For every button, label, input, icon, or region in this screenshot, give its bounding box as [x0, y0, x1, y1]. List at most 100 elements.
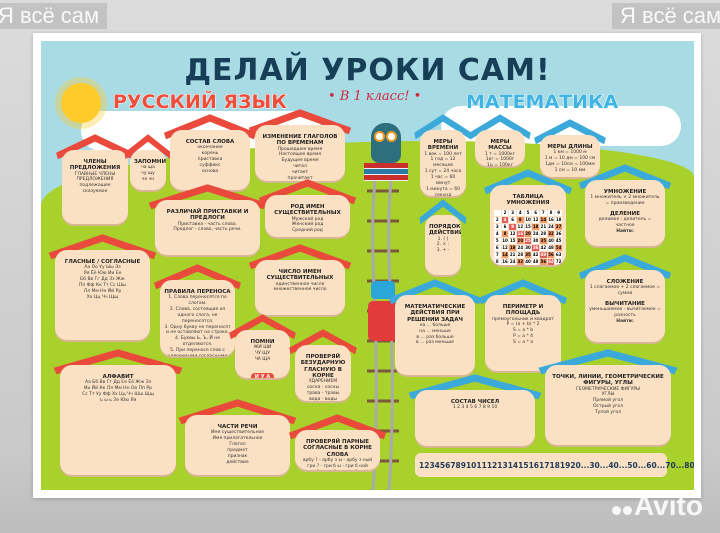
card-line: 2. × :	[436, 242, 450, 248]
grid-header: 4	[494, 230, 501, 237]
card-line: 2. Слова, состоящие из одного слога, не …	[169, 307, 226, 324]
grid-cell: 6	[509, 216, 516, 223]
grid-header: 4	[516, 209, 524, 216]
card-line: Средний род	[292, 228, 323, 234]
rule-badge: И У А	[250, 372, 275, 378]
card-title: ЧАСТИ РЕЧИ	[217, 424, 258, 430]
card-line: Женский род	[291, 222, 324, 228]
card-title: ЧИСЛО ИМЕН СУЩЕСТВИТЕЛЬНЫХ	[266, 269, 334, 282]
card-line: читал	[293, 164, 307, 170]
card-line: приставка	[197, 157, 223, 162]
grid-header: 7	[494, 251, 501, 258]
card-title: ПОМНИ	[250, 339, 275, 345]
card-line: Бб Вв Гг Дд Зз Жж	[80, 277, 125, 282]
card-line: Мужской род	[291, 216, 324, 222]
card-title: ТОЧКИ, ЛИНИИ, ГЕОМЕТРИЧЕСКИЕ ФИГУРЫ, УГЛ…	[552, 374, 664, 387]
grid-cell: 40	[547, 237, 555, 244]
card-title: МЕРЫ ДЛИНЫ	[547, 144, 593, 150]
card-line: 1ц = 100кг	[486, 163, 514, 166]
grid-cell: 48	[532, 258, 539, 265]
card-line: уменьшаемое - вычитаемое = разность	[589, 307, 661, 319]
grid-cell: 54	[555, 244, 562, 251]
roof	[414, 114, 472, 140]
watermark-left: Я всё сам	[0, 3, 108, 29]
card-title: ПРОВЕРЯЙ БЕЗУДАРНУЮ ГЛАСНУЮ В КОРНЕ	[300, 354, 346, 379]
books-icon	[364, 163, 408, 181]
grid-cell: 18	[509, 244, 516, 251]
grid-header: 8	[547, 209, 555, 216]
grid-cell: 16	[547, 216, 555, 223]
card-line: ча ща	[141, 165, 155, 171]
grid-cell: 45	[555, 237, 562, 244]
grid-cell: 18	[555, 216, 562, 223]
grid-header: 5	[524, 209, 532, 216]
card-title: АЛФАВИТ	[102, 374, 134, 380]
grid-cell: 10	[524, 216, 532, 223]
card-line: Хх Цц Чч Щщ	[86, 294, 119, 300]
card-title: МЕРЫ МАССЫ	[488, 139, 512, 152]
card-line: 1 множитель × 2 множитель = произведение	[590, 195, 660, 207]
grid-cell: 18	[532, 223, 539, 230]
grid-cell: 56	[547, 251, 555, 258]
grid-header: 8	[494, 258, 501, 265]
number-line-value: ...70	[656, 460, 676, 470]
grid-header: 3	[509, 209, 516, 216]
card-title: РОД ИМЕН СУЩЕСТВИТЕЛЬНЫХ	[274, 204, 341, 217]
grid-cell: 15	[524, 223, 532, 230]
card-line: 1. Слова переносятся по слогам.	[168, 295, 227, 307]
card-line: действие	[226, 459, 249, 465]
grid-header: 2	[501, 209, 509, 216]
grid-cell: 12	[532, 216, 539, 223]
card-line: Ии Йй Кк Лл Мм Нн Оо Пп Рр	[84, 386, 152, 392]
number-line-value: 11	[476, 460, 487, 470]
card-line: корень	[201, 151, 219, 157]
card-body: ТОЧКИ, ЛИНИИ, ГЕОМЕТРИЧЕСКИЕ ФИГУРЫ, УГЛ…	[545, 365, 671, 445]
card-line: ЖИ ШИ	[253, 345, 272, 351]
card-line: Лл Мм Нн Йй Рр	[83, 288, 122, 294]
card-line: признак	[227, 453, 248, 459]
grid-header: 7	[539, 209, 547, 216]
card-line: читает	[291, 170, 309, 175]
card-title: ЧЛЕНЫ ПРЕДЛОЖЕНИЯ	[69, 159, 121, 172]
card-title: ПОРЯДОК ДЕЙСТВИЙ	[429, 224, 461, 237]
number-line-value: 8	[455, 460, 461, 470]
card-line: S = a * a	[512, 340, 534, 345]
card-line: 1 км = 1000 м	[553, 150, 587, 156]
grid-header: 6	[532, 209, 539, 216]
russian-heading: РУССКИЙ ЯЗЫК	[113, 91, 288, 114]
grid-cell: 40	[524, 258, 532, 265]
card-line: S = a * b	[512, 328, 534, 334]
number-line-value: 19	[559, 460, 571, 470]
card-line: Приставка - часть слова.	[177, 221, 238, 227]
card-line: окончание	[197, 145, 223, 151]
card-line: чк чн	[141, 177, 155, 182]
grid-cell: 20	[516, 237, 524, 244]
grid-cell: 28	[539, 230, 547, 237]
grid-cell: 28	[516, 251, 524, 258]
card-title: ПРОВЕРЯЙ ПАРНЫЕ СОГЛАСНЫЕ В КОРНЕ СЛОВА	[303, 439, 372, 458]
card-line: ъ ы ь Ээ Юю Яя	[99, 397, 137, 403]
grid-cell: 42	[532, 251, 539, 258]
number-line-value: ...30	[580, 460, 600, 470]
card-line: подлежащее	[79, 183, 111, 189]
sun-icon	[61, 83, 101, 123]
